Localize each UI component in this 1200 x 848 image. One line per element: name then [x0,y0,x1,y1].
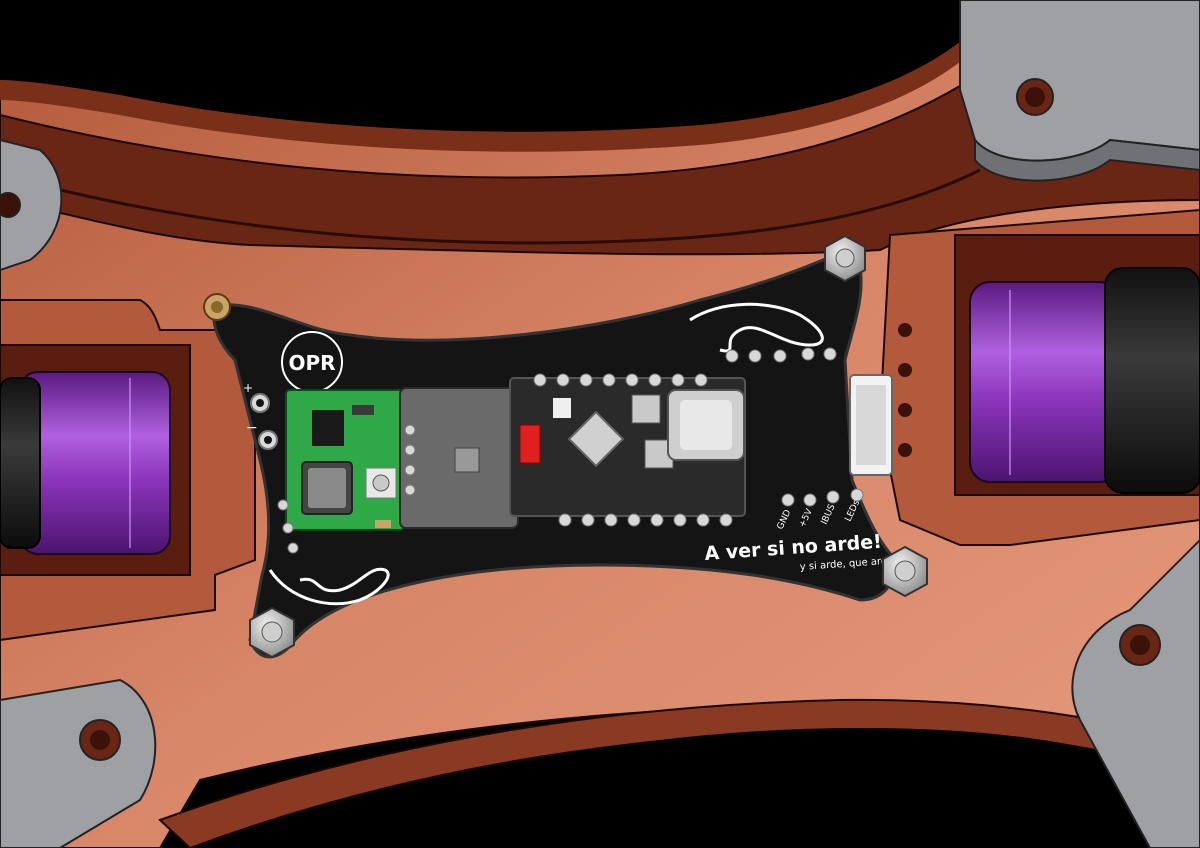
swirl-graphic-top [689,302,824,353]
arm-bottom-right [1071,538,1200,848]
flight-controller-pcb: OPR + − [203,253,902,659]
microcontroller-board [509,377,746,517]
logo-text: OPR [288,351,335,375]
motor-left [0,299,256,642]
mount-nut-top-right [824,234,866,283]
frame-cutout-top [0,0,1000,132]
connector-pads-top-right [725,347,837,363]
swirl-graphic-bottom [268,567,390,606]
arm-top-right [959,0,1200,182]
connector-pads-bottom-right [781,488,864,507]
buck-regulator [285,389,405,531]
minus-mark: − [246,420,258,436]
mount-nut-bottom-left [249,606,295,659]
plus-mark: + [243,381,253,395]
header-pins-top [533,373,708,387]
battery-pads: + − [243,381,278,450]
arm-top-left [0,138,63,272]
regulator-pins [277,424,416,554]
opr-logo: OPR [281,331,343,393]
arm-bottom-left [0,678,157,848]
receiver-module [399,387,519,529]
header-pins-bottom [558,513,733,527]
frame-cutout-bottom [200,728,1200,848]
motor-right [878,208,1200,546]
mount-nut-bottom-right [882,545,928,598]
